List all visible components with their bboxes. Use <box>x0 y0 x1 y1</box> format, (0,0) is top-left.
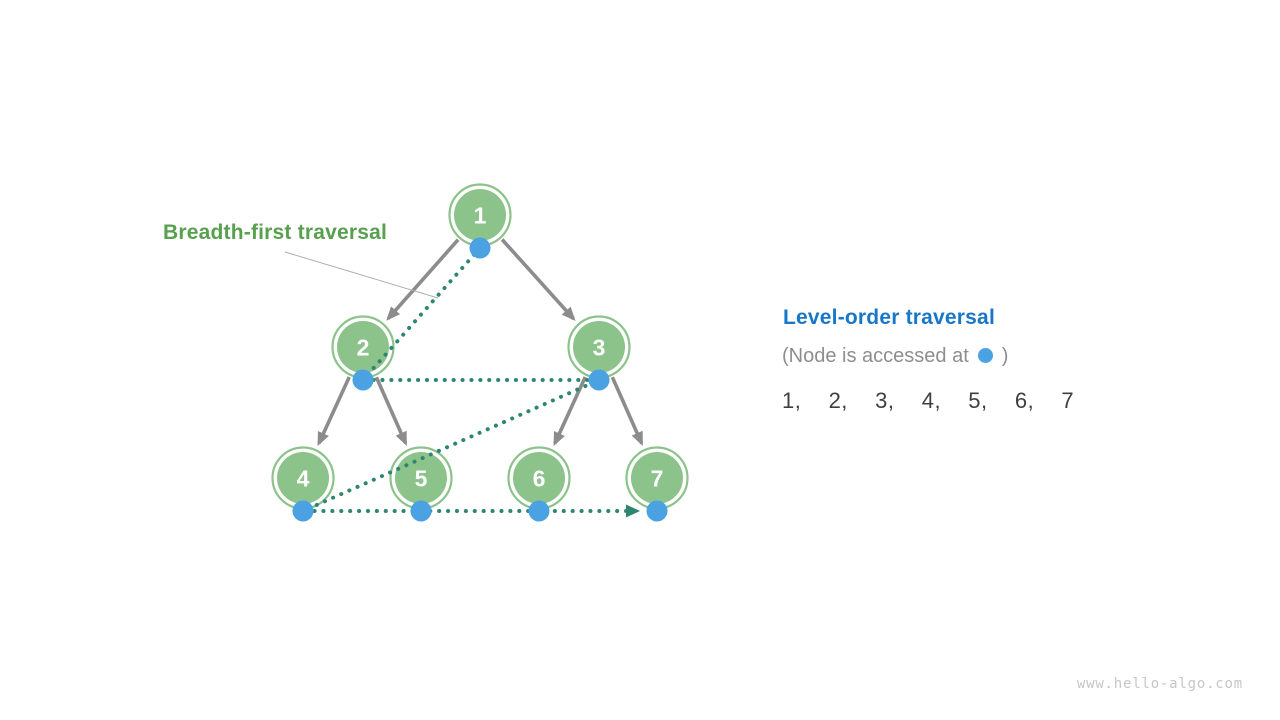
node-circle <box>277 452 329 504</box>
traversal-sequence: 1, 2, 3, 4, 5, 6, 7 <box>782 388 1075 413</box>
access-dot-7 <box>646 500 668 522</box>
node-circle <box>573 321 625 373</box>
tree-node-6: 6 <box>507 446 571 510</box>
node-label: 3 <box>593 334 606 360</box>
tree-node-2: 2 <box>331 315 395 379</box>
access-dot-4 <box>292 500 314 522</box>
edge-2-5 <box>374 376 408 446</box>
edge-3-6 <box>553 376 587 447</box>
edge-1-2 <box>386 238 460 321</box>
tree-edges <box>317 238 644 447</box>
legend-note-suffix: ) <box>1001 345 1009 367</box>
access-dot-2 <box>352 369 374 391</box>
access-dot-1 <box>469 237 491 259</box>
legend-note: (Node is accessed at) <box>782 345 1008 368</box>
tree-node-3: 3 <box>567 315 631 379</box>
access-dot-5 <box>410 500 432 522</box>
label-pointer-line <box>284 251 439 299</box>
tree-node-7: 7 <box>625 446 689 510</box>
access-dot-6 <box>528 500 550 522</box>
node-circle <box>631 452 683 504</box>
tree-node-4: 4 <box>271 446 335 510</box>
access-dot-legend-icon <box>977 348 993 363</box>
tree-node-5: 5 <box>389 446 453 510</box>
node-label: 2 <box>357 334 370 360</box>
edge-3-7 <box>610 376 644 446</box>
legend-title: Level-order traversal <box>783 306 995 329</box>
node-circle <box>337 321 389 373</box>
node-label: 1 <box>474 202 487 228</box>
watermark: www.hello-algo.com <box>1076 676 1243 692</box>
node-label: 7 <box>651 465 664 491</box>
node-label: 4 <box>297 465 310 491</box>
access-dot-3 <box>588 369 610 391</box>
edge-1-3 <box>500 238 576 322</box>
node-label: 5 <box>415 465 428 491</box>
breadth-first-traversal-label: Breadth-first traversal <box>163 221 388 244</box>
edge-2-4 <box>317 376 351 447</box>
node-circle <box>454 189 506 241</box>
tree-node-1: 1 <box>448 183 512 247</box>
access-dots <box>292 237 668 522</box>
legend-note-prefix: (Node is accessed at <box>782 345 969 367</box>
node-circle <box>513 452 565 504</box>
node-label: 6 <box>533 465 546 491</box>
